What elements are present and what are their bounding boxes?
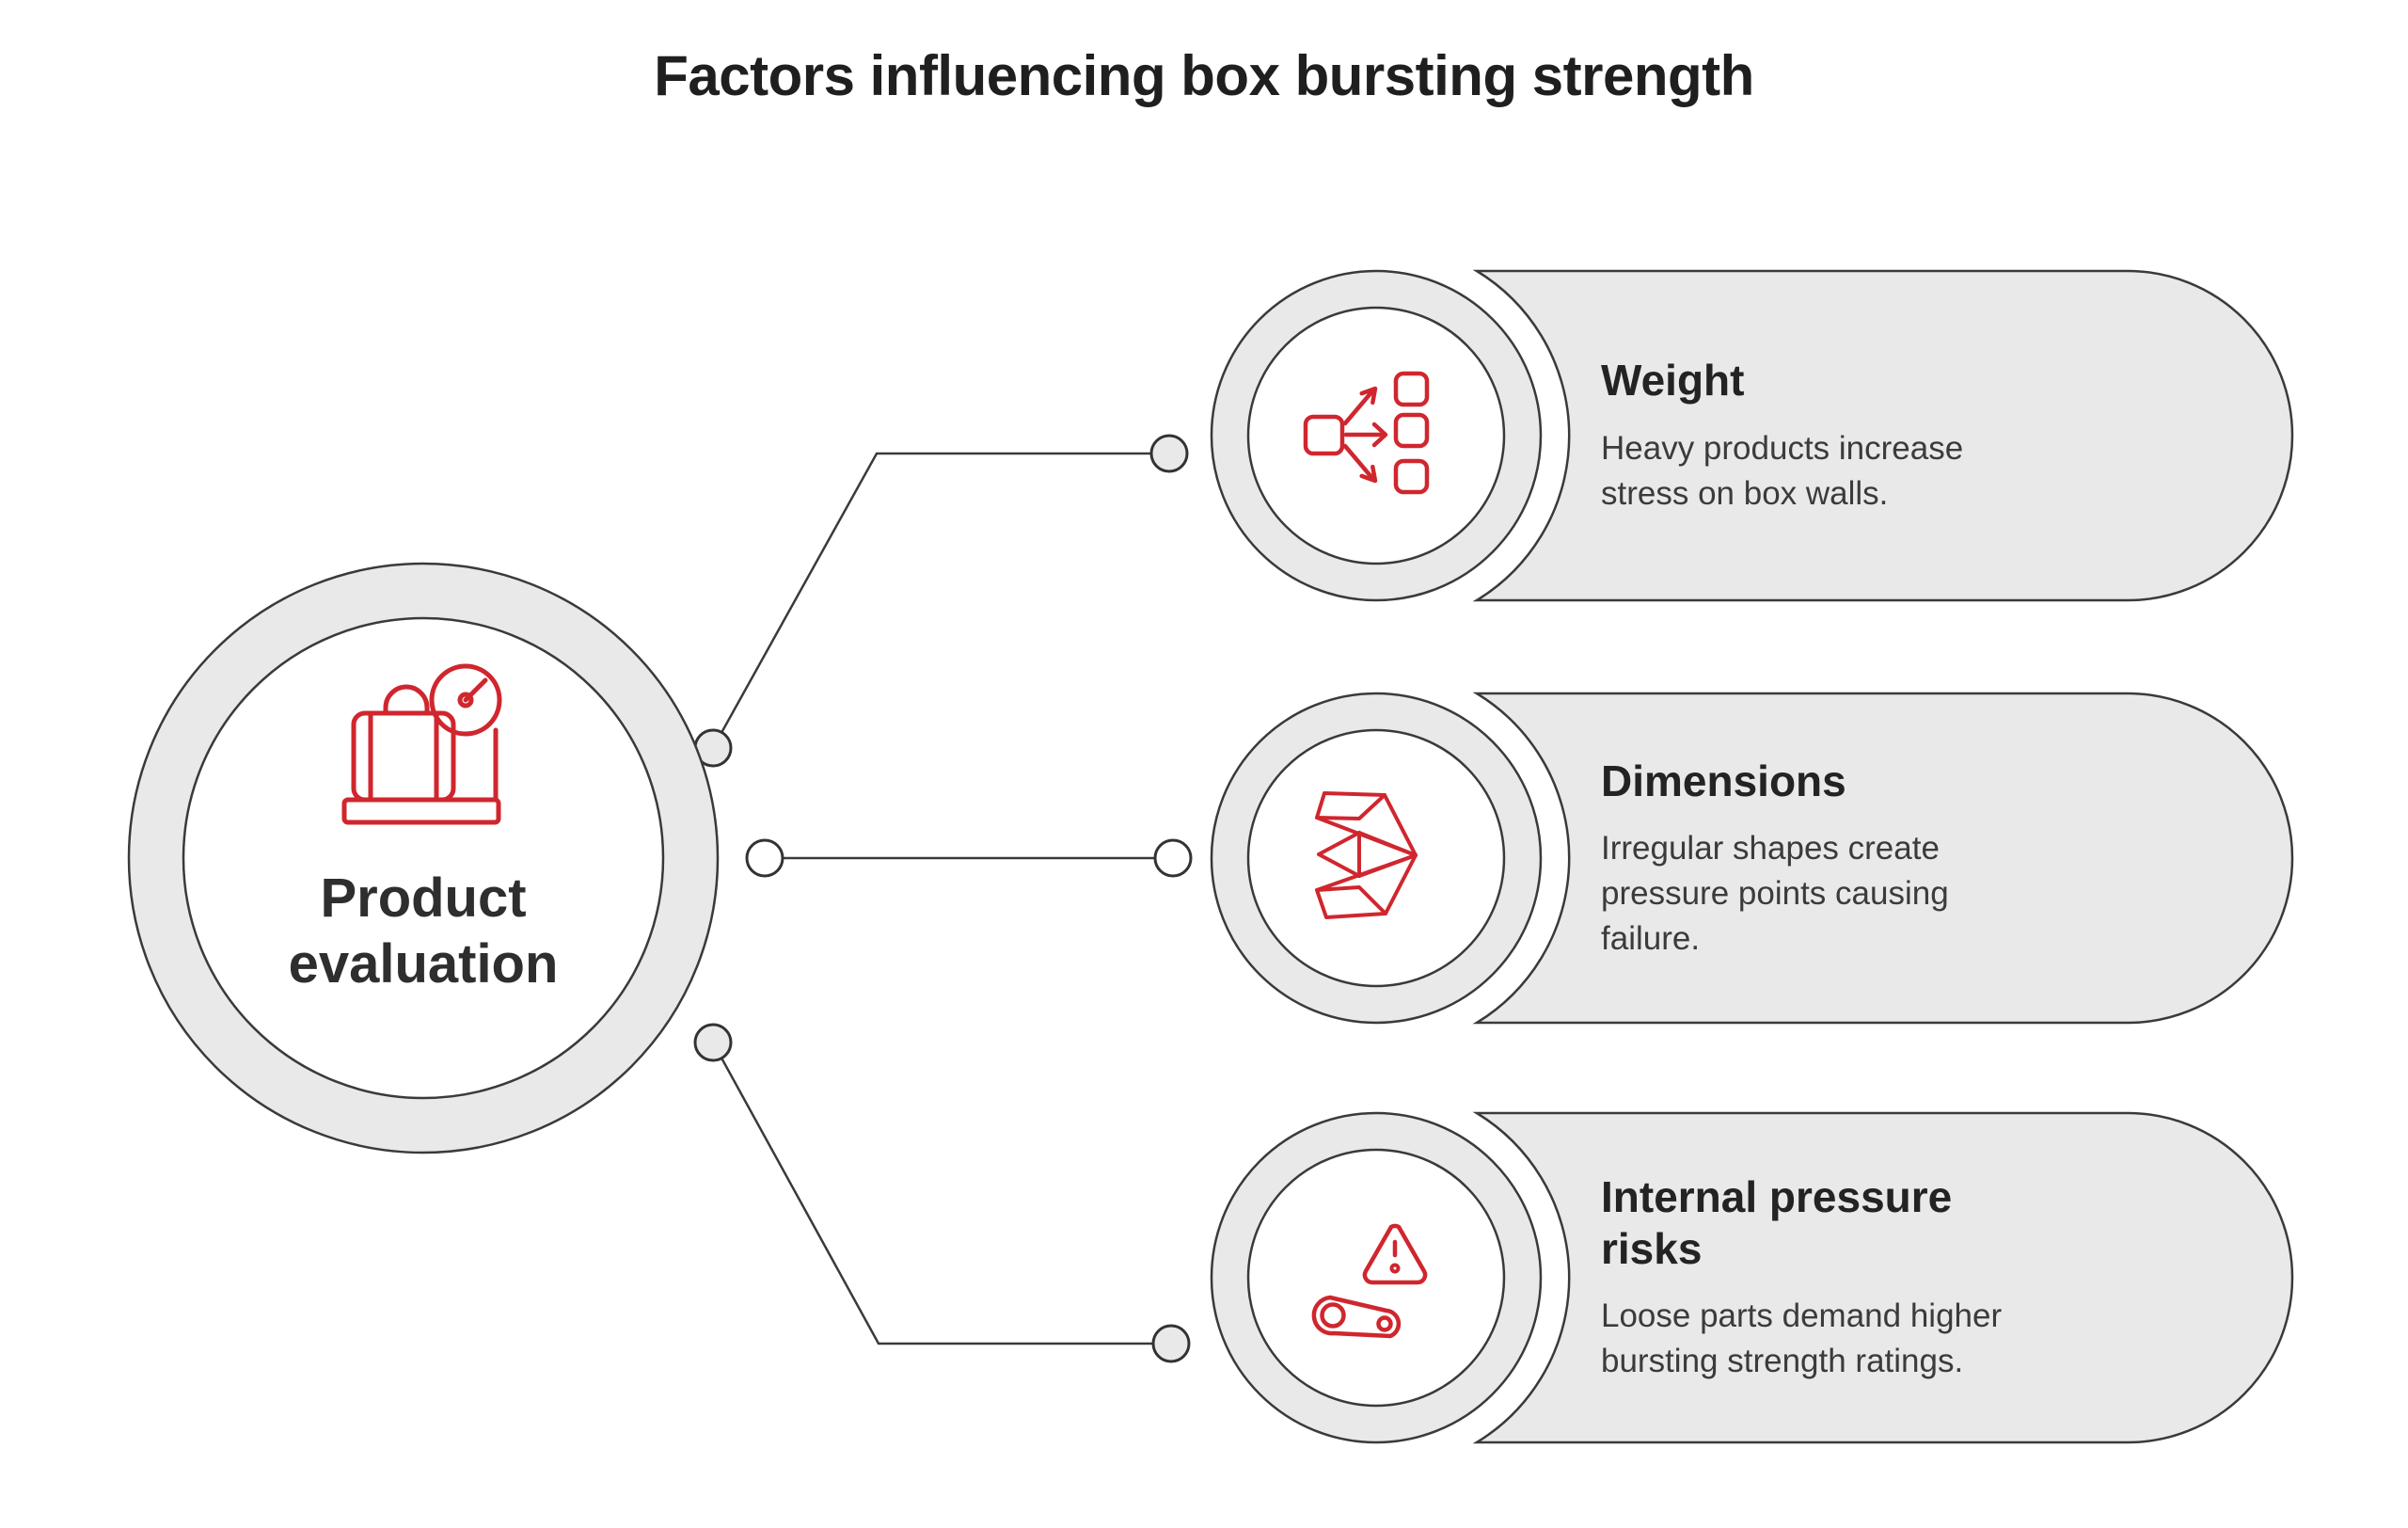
distribution-icon: [1303, 371, 1430, 495]
connector-node: [1153, 838, 1193, 878]
card-description: Loose parts demand higher bursting stren…: [1601, 1297, 2003, 1380]
branch-card-dimensions: [1472, 692, 2294, 1025]
card-description: Heavy products increase stress on box wa…: [1601, 429, 1964, 512]
card-title: Weight: [1601, 356, 1745, 406]
irregular-shape-icon: [1315, 791, 1418, 919]
badge-circle-internal-pressure: [1210, 1111, 1543, 1444]
hub-label: Product evaluation: [288, 867, 559, 995]
hub-circle: [127, 562, 720, 1154]
badge-circle-dimensions: [1210, 692, 1543, 1025]
warning-icon: [1311, 1223, 1428, 1339]
connector-node: [693, 1023, 733, 1062]
page-title: Factors influencing box bursting strengt…: [654, 44, 1754, 107]
weighing-scale-icon: [341, 663, 502, 825]
branch-weight-text: Weight Heavy products increase stress on…: [1601, 271, 2034, 600]
connector-node: [1149, 434, 1189, 473]
card-title: Internal pressure risks: [1601, 1171, 1953, 1274]
connector-weight: [711, 452, 1169, 749]
connector-node: [745, 838, 784, 878]
connector-node: [1151, 1324, 1191, 1363]
connector-internal-pressure: [711, 1042, 1171, 1345]
card-title: Dimensions: [1601, 756, 1846, 805]
branch-card-weight: [1472, 269, 2294, 602]
branch-internal-pressure-text: Internal pressure risks Loose parts dema…: [1601, 1113, 2034, 1442]
branch-card-internal-pressure: [1472, 1111, 2294, 1444]
branch-dimensions-text: Dimensions Irregular shapes create press…: [1601, 693, 2034, 1023]
card-description: Irregular shapes create pressure points …: [1601, 829, 1949, 957]
